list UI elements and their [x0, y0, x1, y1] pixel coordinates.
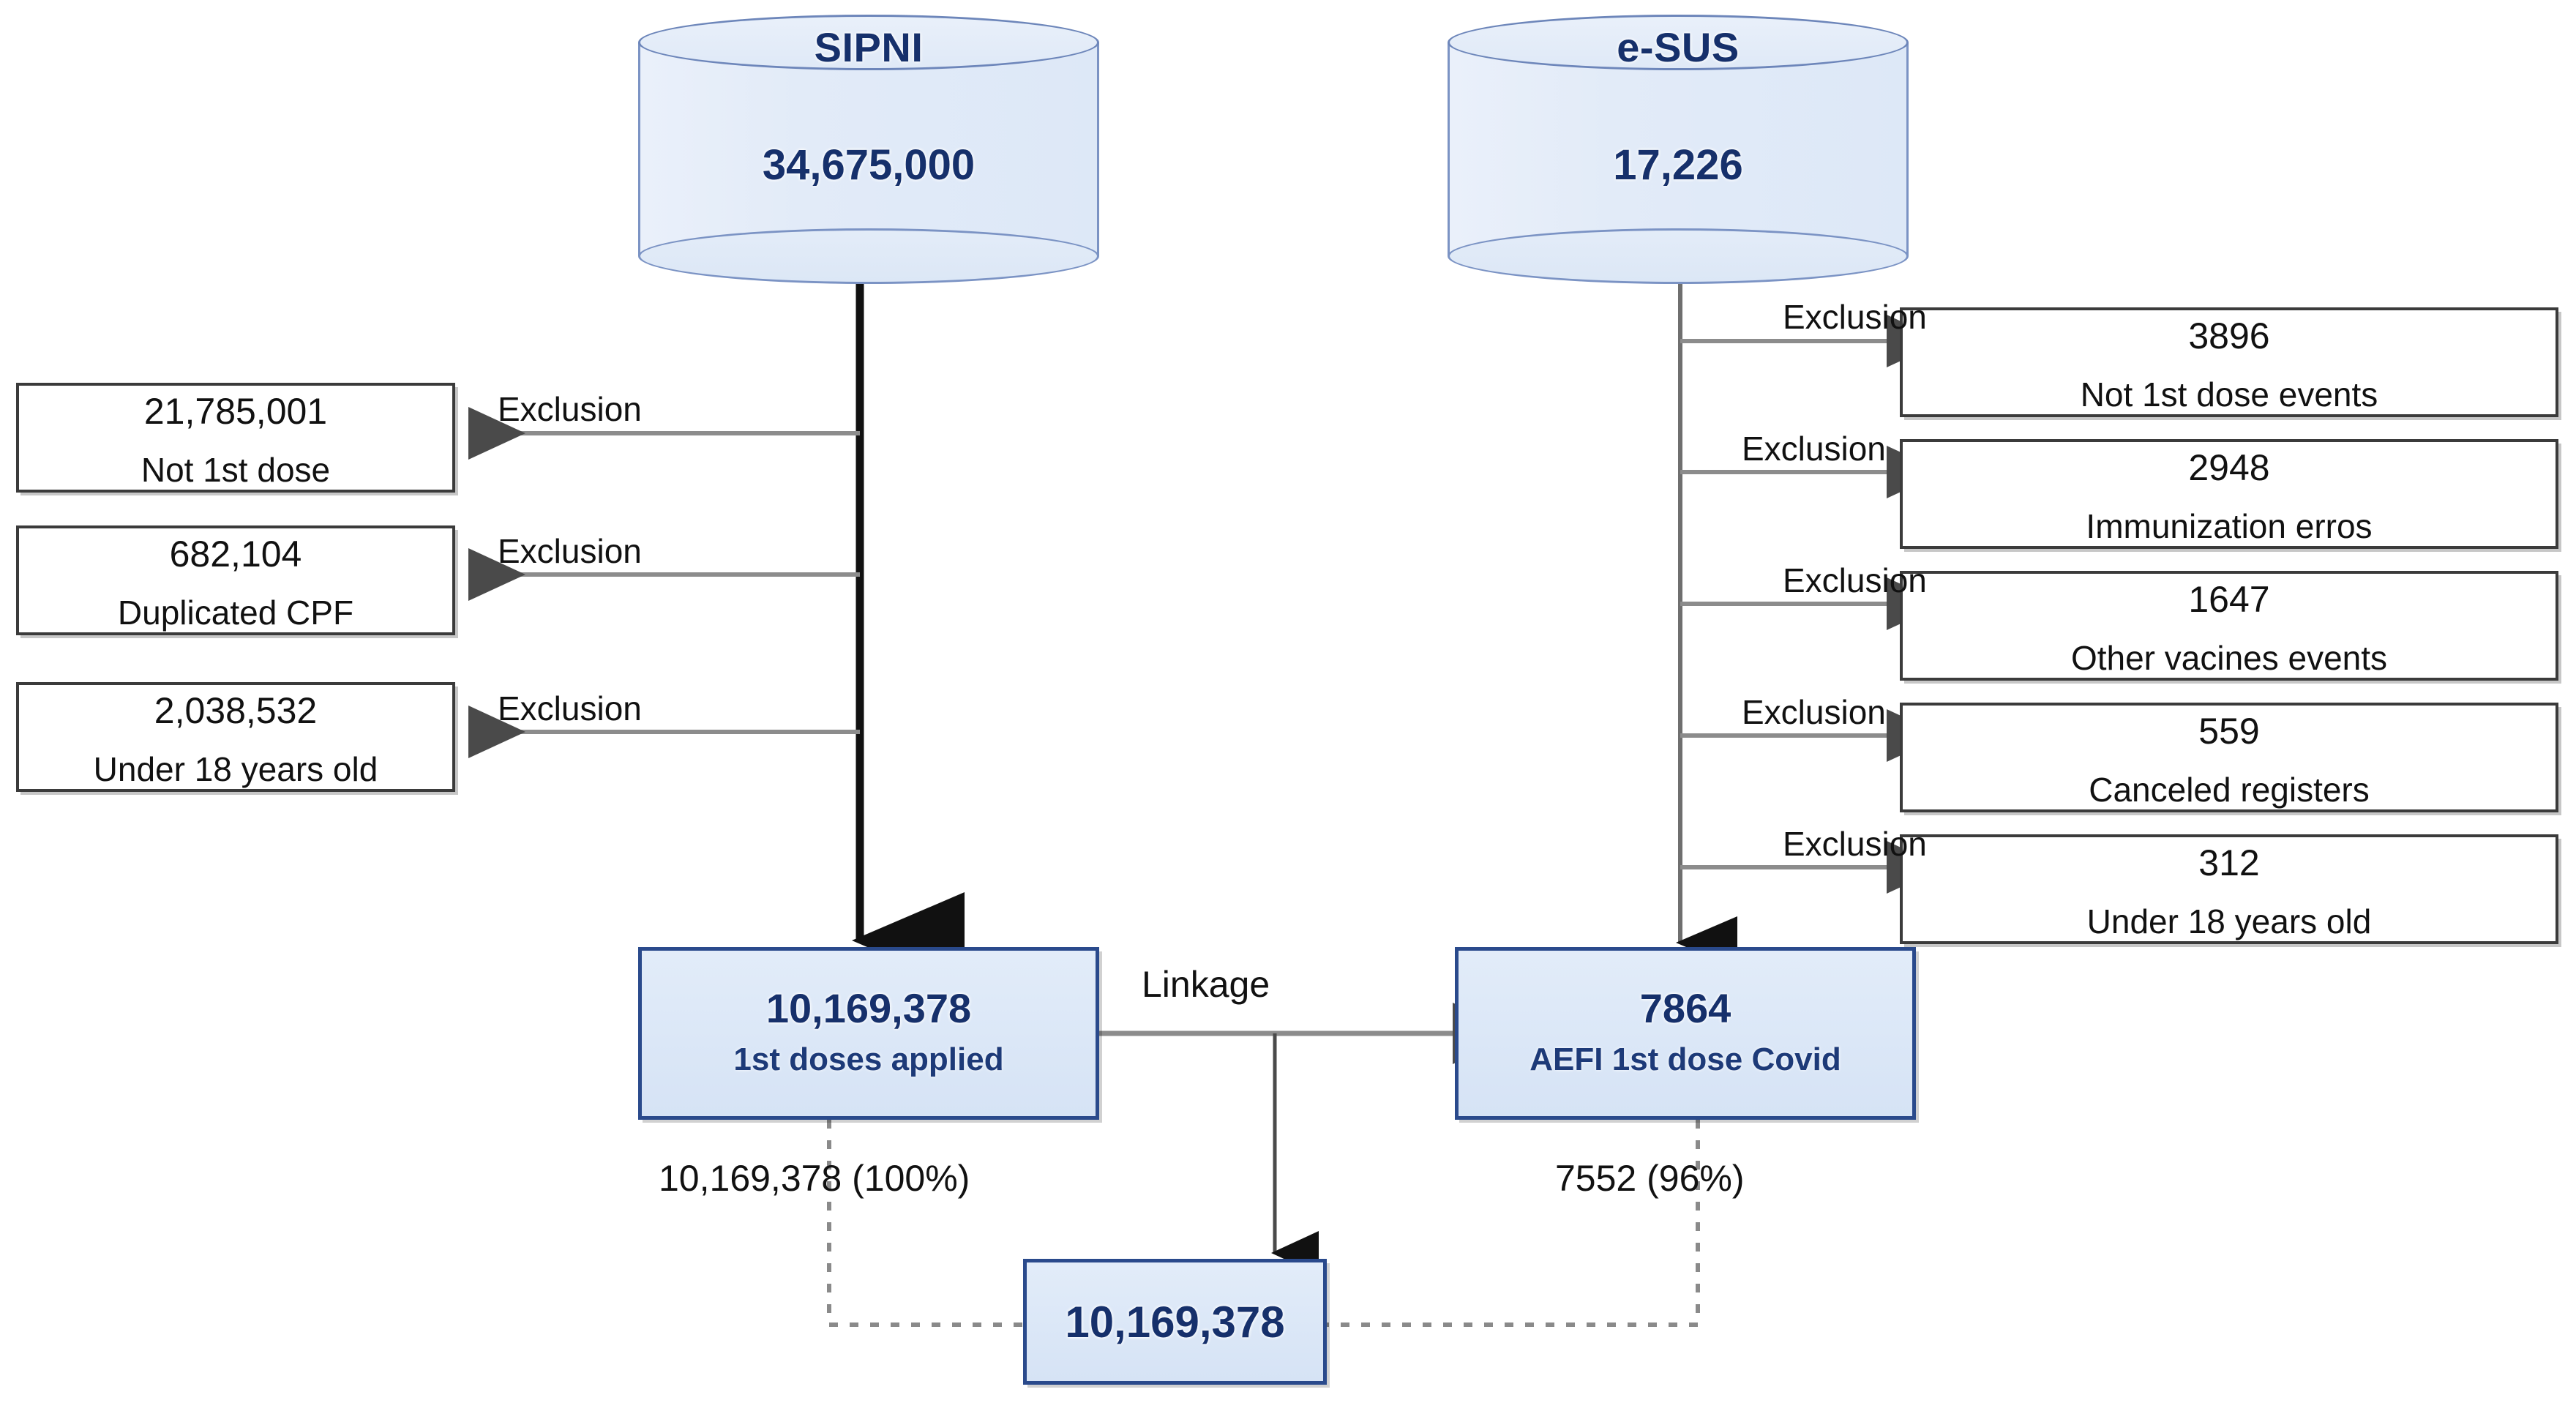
exclusion-count: 312: [2198, 842, 2260, 883]
exclusion-reason: Immunization erros: [2086, 507, 2373, 545]
database-cylinder-sipni: SIPNI 34,675,000: [638, 15, 1099, 284]
database-cylinder-esus: e-SUS 17,226: [1448, 15, 1909, 284]
exclusion-box-right-1: 3896 Not 1st dose events: [1900, 307, 2558, 417]
exclusion-reason: Not 1st dose events: [2080, 375, 2378, 414]
result-box-first-doses: 10,169,378 1st doses applied: [638, 947, 1099, 1120]
exclusion-count: 1647: [2188, 579, 2270, 620]
exclusion-reason: Other vacines events: [2070, 639, 2388, 677]
edge-label-right-exclusion-2: Exclusion: [1742, 430, 1886, 468]
exclusion-reason: Under 18 years old: [2086, 902, 2372, 940]
sipni-title: SIPNI: [814, 24, 924, 70]
edge-label-left-exclusion-2: Exclusion: [498, 532, 642, 570]
esus-count: 17,226: [1613, 141, 1743, 189]
left-yield-dotted-path: [827, 1120, 1023, 1327]
exclusion-box-right-2: 2948 Immunization erros: [1900, 439, 2558, 549]
cylinder-bottom: [638, 228, 1099, 284]
edge-label-left-exclusion-1: Exclusion: [498, 390, 642, 428]
cylinder-bottom: [1448, 228, 1909, 284]
exclusion-box-left-2: 682,104 Duplicated CPF: [16, 525, 455, 635]
linkage-connector: [1031, 1003, 1519, 1275]
result-label: 1st doses applied: [733, 1041, 1004, 1077]
left-yield-label: 10,169,378 (100%): [659, 1158, 970, 1199]
result-box-aefi: 7864 AEFI 1st dose Covid: [1455, 947, 1916, 1120]
exclusion-box-right-5: 312 Under 18 years old: [1900, 834, 2558, 944]
right-yield-dotted-path: [1326, 1120, 1700, 1327]
exclusion-box-left-3: 2,038,532 Under 18 years old: [16, 682, 455, 792]
right-yield-label: 7552 (96%): [1555, 1158, 1745, 1199]
edge-label-right-exclusion-5: Exclusion: [1783, 825, 1927, 863]
result-count: 10,169,378: [765, 985, 972, 1032]
exclusion-count: 21,785,001: [143, 391, 328, 432]
exclusion-count: 2948: [2188, 447, 2270, 488]
exclusion-count: 2,038,532: [154, 690, 318, 731]
result-count: 7864: [1639, 985, 1731, 1032]
final-count: 10,169,378: [1065, 1297, 1285, 1347]
exclusion-box-right-3: 1647 Other vacines events: [1900, 571, 2558, 681]
edge-label-right-exclusion-3: Exclusion: [1783, 561, 1927, 599]
exclusion-count: 3896: [2188, 315, 2270, 356]
result-box-linked-total: 10,169,378: [1023, 1259, 1327, 1385]
cylinder-body: [1448, 42, 1909, 256]
sipni-count: 34,675,000: [762, 141, 976, 189]
exclusion-box-left-1: 21,785,001 Not 1st dose: [16, 383, 455, 493]
edge-label-right-exclusion-1: Exclusion: [1783, 298, 1927, 336]
exclusion-reason: Duplicated CPF: [117, 594, 354, 632]
edge-label-linkage: Linkage: [1142, 964, 1270, 1005]
exclusion-reason: Under 18 years old: [93, 750, 378, 788]
exclusion-reason: Canceled registers: [2089, 771, 2370, 809]
esus-title: e-SUS: [1617, 24, 1740, 70]
exclusion-box-right-4: 559 Canceled registers: [1900, 703, 2558, 812]
cylinder-body: [638, 42, 1099, 256]
edge-label-right-exclusion-4: Exclusion: [1742, 693, 1886, 731]
cylinder-top: [638, 15, 1099, 70]
exclusion-reason: Not 1st dose: [141, 451, 331, 489]
result-label: AEFI 1st dose Covid: [1530, 1041, 1841, 1077]
exclusion-count: 559: [2198, 711, 2260, 752]
edge-label-left-exclusion-3: Exclusion: [498, 689, 642, 727]
exclusion-count: 682,104: [169, 534, 302, 575]
cylinder-top: [1448, 15, 1909, 70]
